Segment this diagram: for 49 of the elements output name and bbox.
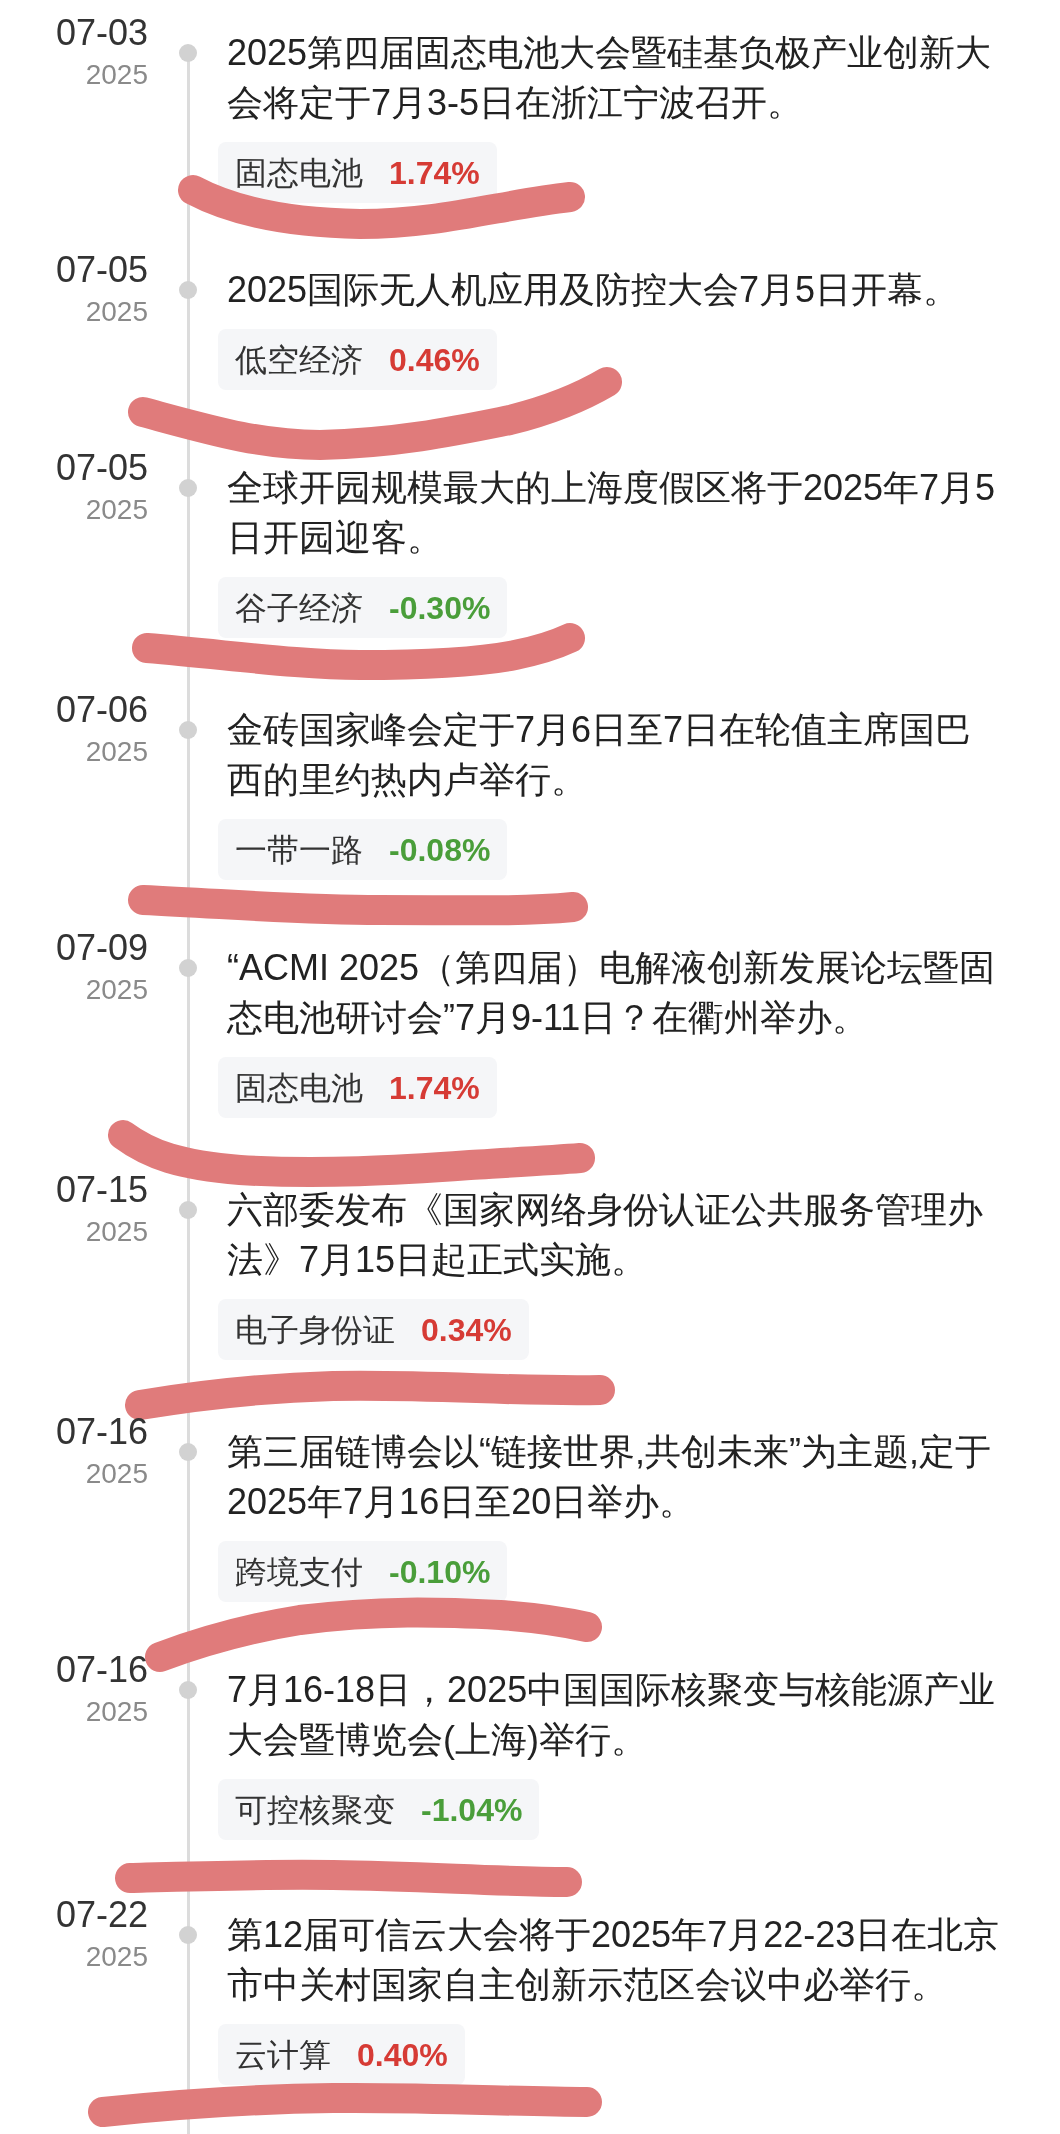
change-percent: 0.40% <box>357 2035 448 2075</box>
year-label: 2025 <box>84 1216 148 1248</box>
sector-name: 一带一路 <box>235 830 363 870</box>
date-label: 07-09 <box>54 928 148 968</box>
change-percent: 0.34% <box>421 1310 512 1350</box>
year-label: 2025 <box>84 1696 148 1728</box>
sector-tag <box>218 577 508 638</box>
year-label: 2025 <box>84 59 148 91</box>
date-label: 07-16 <box>54 1650 148 1690</box>
sector-name: 固态电池 <box>235 1068 363 1108</box>
event-text: “ACMI 2025（第四届）电解液创新发展论坛暨固态电池研讨会”7月9-11日？在衢州举办。 <box>227 946 997 1040</box>
event-text: 第12届可信云大会将于2025年7月22-23日在北京市中关村国家自主创新示范区会议中必举行。 <box>227 1913 1001 2007</box>
sector-name: 可控核聚变 <box>235 1790 395 1830</box>
date-label: 07-15 <box>54 1170 148 1210</box>
year-label: 2025 <box>84 1941 148 1973</box>
change-percent: 0.46% <box>389 340 480 380</box>
date-label: 07-06 <box>54 690 148 730</box>
date-label: 07-05 <box>54 250 148 290</box>
event-text: 第三届链博会以“链接世界,共创未来”为主题,定于2025年7月16日至20日举办。 <box>227 1430 992 1524</box>
year-label: 2025 <box>84 494 148 526</box>
change-percent: -1.04% <box>421 1790 523 1830</box>
sector-tag <box>218 2024 465 2085</box>
year-label: 2025 <box>84 1458 148 1490</box>
sector-name: 低空经济 <box>235 340 363 380</box>
change-percent: 1.74% <box>389 1068 480 1108</box>
event-text: 2025第四届固态电池大会暨硅基负极产业创新大会将定于7月3-5日在浙江宁波召开。 <box>227 31 993 125</box>
change-percent: -0.08% <box>389 830 491 870</box>
change-percent: 1.74% <box>389 153 480 193</box>
change-percent: -0.30% <box>389 588 491 628</box>
sector-name: 电子身份证 <box>235 1310 395 1350</box>
sector-tag <box>218 142 497 203</box>
year-label: 2025 <box>84 974 148 1006</box>
sector-name: 云计算 <box>235 2035 331 2075</box>
sector-name: 谷子经济 <box>235 588 363 628</box>
event-text: 7月16-18日，2025中国国际核聚变与核能源产业大会暨博览会(上海)举行。 <box>227 1668 997 1762</box>
sector-name: 跨境支付 <box>235 1552 363 1592</box>
date-label: 07-03 <box>54 13 148 53</box>
date-label: 07-05 <box>54 448 148 488</box>
date-label: 07-22 <box>54 1895 148 1935</box>
event-text: 六部委发布《国家网络身份认证公共服务管理办法》7月15日起正式实施。 <box>227 1188 984 1282</box>
date-label: 07-16 <box>54 1412 148 1452</box>
event-text: 金砖国家峰会定于7月6日至7日在轮值主席国巴西的里约热内卢举行。 <box>227 708 973 802</box>
event-text: 2025国际无人机应用及防控大会7月5日开幕。 <box>227 268 961 312</box>
sector-tag <box>218 1541 508 1602</box>
year-label: 2025 <box>84 296 148 328</box>
sector-name: 固态电池 <box>235 153 363 193</box>
year-label: 2025 <box>84 736 148 768</box>
change-percent: -0.10% <box>389 1552 491 1592</box>
event-text: 全球开园规模最大的上海度假区将于2025年7月5日开园迎客。 <box>227 466 997 560</box>
